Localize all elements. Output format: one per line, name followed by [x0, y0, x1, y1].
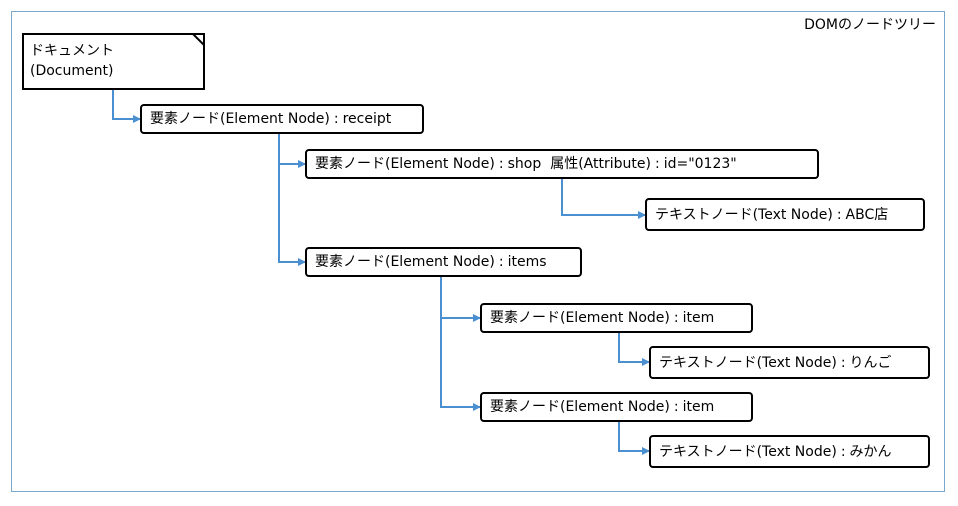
node-kind: テキストノード(Text Node) [659, 354, 837, 371]
diagram-title: DOMのノードツリー [804, 17, 936, 33]
element-node-item-1: 要素ノード(Element Node) : item [480, 303, 753, 333]
node-separator: : [836, 206, 842, 223]
connector-item1-text [618, 333, 650, 366]
node-kind: テキストノード(Text Node) [655, 206, 833, 223]
node-value: items [507, 254, 547, 270]
node-separator: : [840, 443, 846, 460]
element-node-item-2: 要素ノード(Element Node) : item [480, 392, 753, 422]
attribute-kind: 属性(Attribute) [550, 156, 651, 172]
text-node-shop: テキストノード(Text Node) : ABC店 [645, 198, 925, 231]
node-separator: : [673, 399, 679, 415]
connector-item2-text [618, 422, 650, 455]
text-node-item-2: テキストノード(Text Node) : みかん [649, 435, 930, 468]
node-kind: テキストノード(Text Node) [659, 443, 837, 460]
node-value: receipt [342, 111, 392, 127]
node-kind: 要素ノード(Element Node) [150, 111, 330, 127]
node-value: item [682, 310, 715, 326]
document-node-shape [22, 33, 205, 90]
connector-receipt-items [278, 164, 306, 266]
connector-shop-text [561, 179, 646, 219]
node-separator: : [840, 354, 846, 371]
connector-receipt-shop [278, 134, 306, 168]
element-node-shop: 要素ノード(Element Node) : shop 属性(Attribute)… [305, 149, 819, 179]
node-separator: : [333, 111, 339, 127]
node-separator: : [498, 156, 504, 172]
document-node-label: ドキュメント [30, 43, 114, 59]
node-kind: 要素ノード(Element Node) [315, 254, 495, 270]
element-node-receipt: 要素ノード(Element Node) : receipt [140, 104, 424, 134]
attribute-value: id="0123" [663, 156, 737, 172]
connector-document-receipt [112, 90, 141, 123]
attribute-separator: : [654, 156, 660, 172]
node-value: item [682, 399, 715, 415]
node-kind: 要素ノード(Element Node) [490, 399, 670, 415]
node-separator: : [673, 310, 679, 326]
connector-items-item1 [440, 277, 481, 322]
connector-items-item2 [440, 318, 481, 411]
diagram-frame [11, 11, 945, 492]
element-node-items: 要素ノード(Element Node) : items [305, 247, 582, 277]
node-value: りんご [849, 354, 892, 371]
node-value: shop [507, 156, 542, 172]
node-value: みかん [849, 443, 892, 460]
document-node: ドキュメント (Document) [22, 33, 205, 90]
document-node-type: (Document) [30, 63, 114, 79]
tree-connectors [112, 90, 650, 455]
node-kind: 要素ノード(Element Node) [490, 310, 670, 326]
node-value: ABC店 [845, 206, 889, 223]
node-separator: : [498, 254, 504, 270]
text-node-item-1: テキストノード(Text Node) : りんご [649, 346, 930, 379]
node-kind: 要素ノード(Element Node) [315, 156, 495, 172]
